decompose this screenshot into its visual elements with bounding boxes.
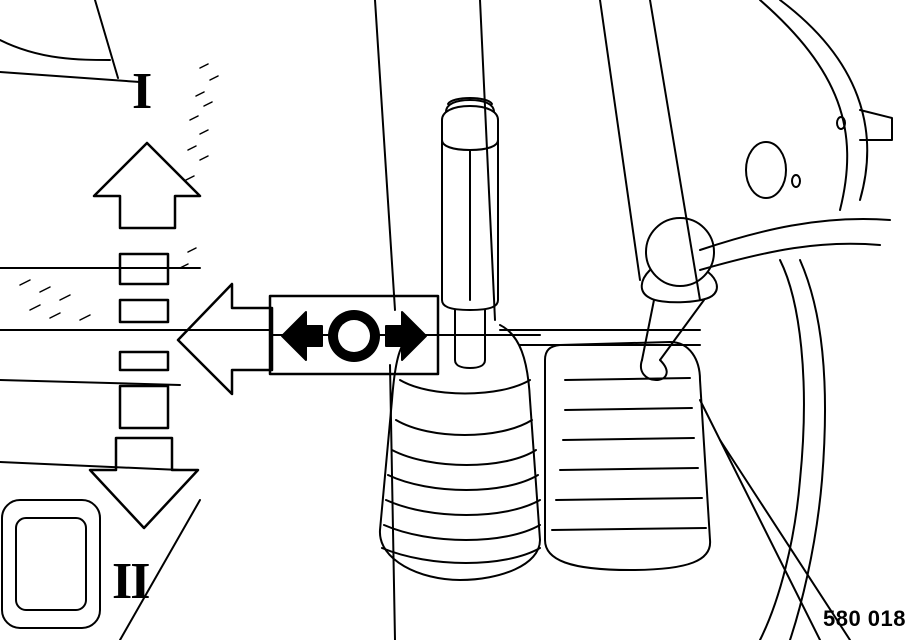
left-right-rotate-icon [268, 294, 440, 376]
figure-number: 580 018 [822, 606, 906, 631]
surface-texture [19, 63, 219, 321]
secondary-gear-lever [544, 217, 718, 571]
shift-path-segments [118, 252, 170, 430]
main-gear-lever [378, 97, 541, 581]
arrow-left-icon [176, 282, 274, 396]
arrow-down-icon [88, 436, 200, 530]
dashboard-switch [1, 499, 101, 629]
cab-background-lines [0, 0, 893, 640]
arrow-up-icon [92, 141, 202, 230]
position-two-label: II [112, 553, 151, 610]
position-one-label: I [132, 63, 153, 120]
